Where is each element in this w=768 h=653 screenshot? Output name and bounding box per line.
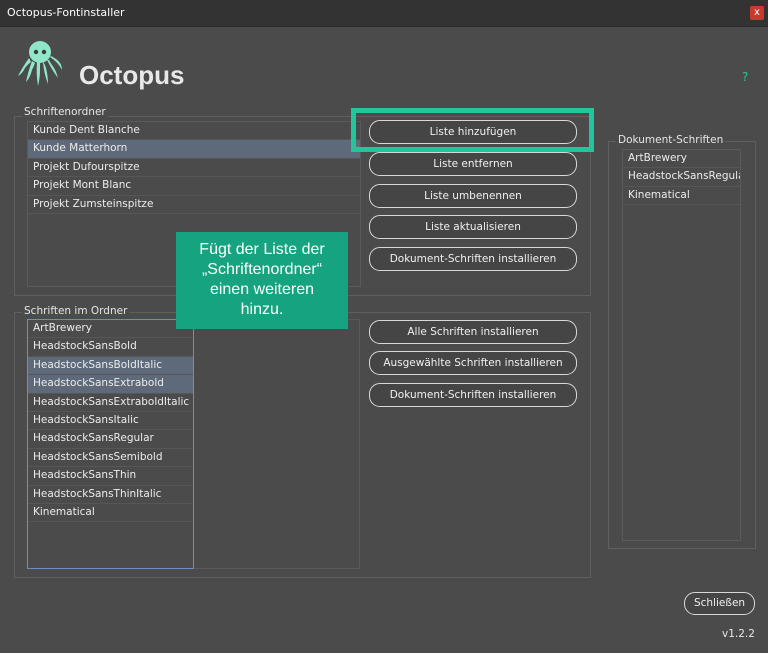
install-document-fonts-button-2[interactable]: Dokument-Schriften installieren <box>369 383 577 407</box>
window-title: Octopus-Fontinstaller <box>7 6 125 19</box>
app-name: Octopus <box>79 60 185 90</box>
dokument-schriften-label: Dokument-Schriften <box>616 134 726 146</box>
install-selected-fonts-button[interactable]: Ausgewählte Schriften installieren <box>369 351 577 375</box>
list-item[interactable]: Kunde Matterhorn <box>28 140 360 159</box>
add-list-button[interactable]: Liste hinzufügen <box>369 120 577 144</box>
version-label: v1.2.2 <box>722 628 755 640</box>
list-item[interactable]: HeadstockSansExtraboldItalic <box>28 394 193 412</box>
schriften-list-frame <box>193 319 360 569</box>
list-item[interactable]: HeadstockSansRegular <box>623 168 740 187</box>
schriften-im-ordner-label: Schriften im Ordner <box>22 305 130 317</box>
list-item[interactable]: Projekt Mont Blanc <box>28 177 360 196</box>
list-item[interactable]: HeadstockSansExtrabold <box>28 375 193 394</box>
list-item[interactable]: HeadstockSansSemibold <box>28 449 193 468</box>
octopus-logo-icon <box>18 41 62 86</box>
list-item[interactable]: ArtBrewery <box>623 150 740 169</box>
list-item[interactable]: Kinematical <box>623 187 740 206</box>
list-item[interactable]: Kunde Dent Blanche <box>28 122 360 141</box>
list-item[interactable]: HeadstockSansRegular <box>28 430 193 449</box>
help-icon[interactable]: ? <box>742 70 749 84</box>
rename-list-button[interactable]: Liste umbenennen <box>369 184 577 208</box>
install-all-fonts-button[interactable]: Alle Schriften installieren <box>369 320 577 344</box>
tooltip-line: „Schriftenordner“ <box>201 261 323 278</box>
tooltip-line: Fügt der Liste der <box>199 241 325 258</box>
refresh-list-button[interactable]: Liste aktualisieren <box>369 215 577 239</box>
close-button[interactable]: Schließen <box>684 592 755 615</box>
list-item[interactable]: ArtBrewery <box>28 320 193 339</box>
tooltip-line: hinzu. <box>240 301 284 318</box>
list-item[interactable]: HeadstockSansItalic <box>28 412 193 431</box>
tooltip: Fügt der Liste der „Schriftenordner“ einen… <box>176 232 348 329</box>
tooltip-line: einen weiteren <box>209 281 315 298</box>
list-item[interactable]: HeadstockSansThinItalic <box>28 486 193 504</box>
list-item[interactable]: HeadstockSansBoldItalic <box>28 356 193 376</box>
list-item[interactable]: Projekt Zumsteinspitze <box>28 196 360 214</box>
title-bar: Octopus-Fontinstaller x <box>0 0 768 27</box>
list-item[interactable]: HeadstockSansThin <box>28 467 193 486</box>
highlight-frame <box>351 108 594 152</box>
window-close-button[interactable]: x <box>750 6 764 20</box>
list-item[interactable]: HeadstockSansBold <box>28 338 193 357</box>
remove-list-button[interactable]: Liste entfernen <box>369 152 577 176</box>
schriftenordner-label: Schriftenordner <box>22 106 108 118</box>
install-document-fonts-button[interactable]: Dokument-Schriften installieren <box>369 247 577 271</box>
list-item[interactable]: Projekt Dufourspitze <box>28 159 360 178</box>
list-item[interactable]: Kinematical <box>28 504 193 523</box>
